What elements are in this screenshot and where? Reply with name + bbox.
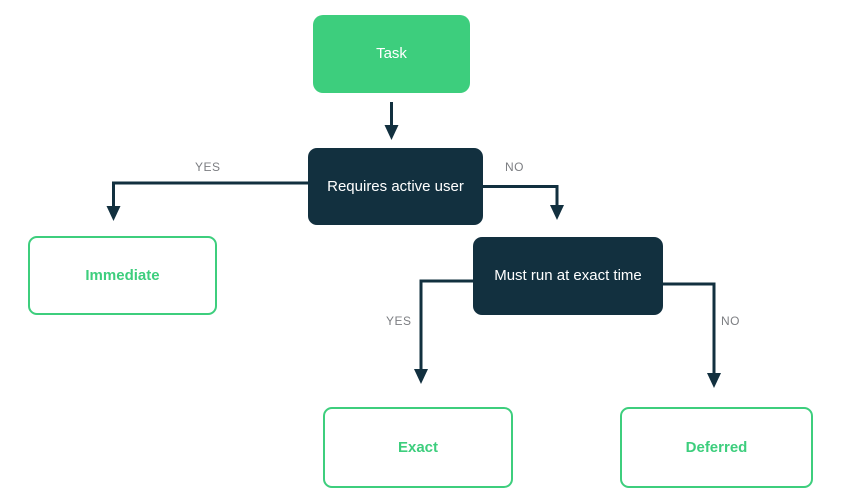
- node-requires-active-user: Requires active user: [308, 148, 483, 225]
- arrow-down-icon: [707, 373, 721, 388]
- arrow-down-icon: [414, 369, 428, 384]
- edge-mustrun-to-deferred-line: [663, 282, 716, 374]
- edge-label-requires-yes: YES: [195, 160, 221, 174]
- node-task-label: Task: [376, 45, 407, 62]
- node-immediate-label: Immediate: [85, 266, 160, 284]
- node-requires-active-user-label: Requires active user: [327, 177, 464, 195]
- node-must-run-at-exact-time-label: Must run at exact time: [494, 267, 642, 284]
- edge-label-requires-no: NO: [505, 160, 524, 174]
- node-deferred-label: Deferred: [685, 438, 748, 456]
- arrow-down-icon: [384, 125, 399, 140]
- node-exact: Exact: [323, 407, 513, 488]
- node-immediate: Immediate: [28, 236, 217, 315]
- edge-label-mustrun-no: NO: [721, 314, 740, 328]
- edge-mustrun-to-exact-line: [419, 279, 473, 370]
- arrow-down-icon: [106, 206, 121, 221]
- node-exact-label: Exact: [397, 438, 439, 456]
- edge-label-mustrun-yes: YES: [386, 314, 412, 328]
- edge-requires-to-mustrun-line: [483, 185, 559, 206]
- edge-requires-to-immediate-line: [112, 181, 308, 207]
- node-deferred: Deferred: [620, 407, 813, 488]
- node-must-run-at-exact-time: Must run at exact time: [473, 237, 663, 315]
- arrow-down-icon: [550, 205, 564, 220]
- node-task: Task: [313, 15, 470, 93]
